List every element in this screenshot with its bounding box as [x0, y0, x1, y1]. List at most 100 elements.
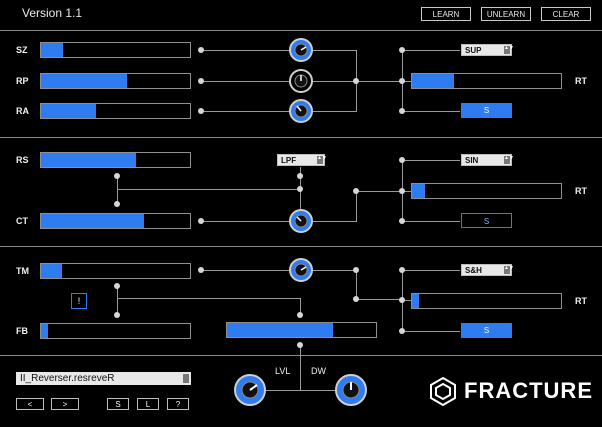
route-node: [399, 267, 405, 273]
load-preset-button[interactable]: L: [137, 398, 159, 410]
mix-slider[interactable]: [226, 322, 377, 338]
select-arrow-icon: [183, 374, 189, 383]
slider-fill: [41, 264, 62, 278]
slider-fb[interactable]: [40, 323, 191, 339]
param-label-sz: SZ: [16, 45, 28, 55]
knob-dry-wet[interactable]: [333, 372, 369, 408]
route-node: [399, 218, 405, 224]
route-node: [399, 157, 405, 163]
route-node: [114, 312, 120, 318]
route-node: [114, 283, 120, 289]
slider-fill: [41, 153, 137, 167]
slider-tm[interactable]: [40, 263, 191, 279]
slider-rp[interactable]: [40, 73, 191, 89]
lfo-rate-slider-1[interactable]: [411, 73, 562, 89]
param-label-ct: CT: [16, 216, 28, 226]
route-line: [402, 331, 460, 332]
clear-button[interactable]: CLEAR: [541, 7, 591, 21]
warning-indicator[interactable]: !: [71, 293, 87, 309]
knob-ra-mod[interactable]: [288, 98, 314, 124]
slider-fill: [41, 324, 49, 338]
slider-fill: [41, 74, 128, 88]
slider-sz[interactable]: [40, 42, 191, 58]
route-line: [300, 298, 301, 318]
route-node: [353, 78, 359, 84]
param-label-rp: RP: [16, 76, 29, 86]
route-line: [402, 270, 460, 271]
header-divider: [0, 30, 602, 31]
param-label-rs: RS: [16, 155, 29, 165]
param-label-tm: TM: [16, 266, 29, 276]
select-arrow-icon: ▲▼: [504, 156, 514, 164]
sync-button-3[interactable]: S: [461, 323, 512, 338]
rate-label-3: RT: [575, 296, 587, 306]
slider-rs[interactable]: [40, 152, 191, 168]
route-line: [402, 221, 460, 222]
route-node: [297, 342, 303, 348]
route-node: [353, 267, 359, 273]
knob-rp-mod[interactable]: [288, 68, 314, 94]
route-line: [265, 390, 337, 391]
param-label-ra: RA: [16, 106, 29, 116]
lfo-shape-select-3[interactable]: S&H ▲▼: [461, 264, 514, 276]
route-line: [402, 81, 412, 82]
route-node: [114, 201, 120, 207]
rate-label-2: RT: [575, 186, 587, 196]
next-preset-button[interactable]: >: [51, 398, 79, 410]
route-line: [402, 300, 412, 301]
knob-ct-mod[interactable]: [288, 208, 314, 234]
select-arrow-icon: ▲▼: [504, 266, 514, 274]
learn-button[interactable]: LEARN: [421, 7, 471, 21]
slider-fill: [41, 43, 64, 57]
slider-fill: [227, 323, 333, 337]
route-node: [297, 312, 303, 318]
lfo-shape-select-2[interactable]: SIN▲▼: [461, 154, 514, 166]
route-line: [301, 111, 357, 112]
save-preset-button[interactable]: S: [107, 398, 129, 410]
route-line: [402, 111, 460, 112]
brand-logo: FRACTURE: [428, 376, 592, 406]
knob-sz-mod[interactable]: [288, 37, 314, 63]
route-line: [356, 81, 403, 82]
preset-select[interactable]: II_Reverser.resreveR: [16, 372, 191, 385]
help-button[interactable]: ?: [167, 398, 189, 410]
select-value: S&H: [465, 266, 482, 275]
route-line: [356, 270, 357, 300]
route-line: [300, 345, 301, 391]
route-line: [300, 189, 301, 209]
dw-label: DW: [311, 366, 326, 376]
lfo-rate-slider-2[interactable]: [411, 183, 562, 199]
sync-button-2[interactable]: S: [461, 213, 512, 228]
prev-preset-button[interactable]: <: [16, 398, 44, 410]
slider-fill: [412, 74, 454, 88]
knob-tm-mod[interactable]: [288, 257, 314, 283]
route-node: [297, 186, 303, 192]
route-line: [356, 191, 357, 222]
route-line: [301, 81, 357, 82]
select-arrow-icon: ▲▼: [504, 46, 514, 54]
route-line: [201, 111, 301, 112]
rate-label-1: RT: [575, 76, 587, 86]
route-line: [117, 298, 300, 299]
knob-level[interactable]: [232, 372, 268, 408]
route-line: [356, 299, 403, 300]
section-divider: [0, 355, 602, 356]
route-node: [198, 267, 204, 273]
lfo-rate-slider-3[interactable]: [411, 293, 562, 309]
filter-type-select[interactable]: LPF▲▼: [277, 154, 327, 166]
slider-fill: [412, 294, 420, 308]
route-line: [201, 81, 301, 82]
route-line: [356, 191, 403, 192]
route-node: [399, 328, 405, 334]
route-line: [117, 176, 118, 204]
section-divider: [0, 246, 602, 247]
slider-ct[interactable]: [40, 213, 191, 229]
unlearn-button[interactable]: UNLEARN: [481, 7, 531, 21]
route-node: [198, 47, 204, 53]
slider-ra[interactable]: [40, 103, 191, 119]
sync-button-1[interactable]: S: [461, 103, 512, 118]
route-node: [353, 296, 359, 302]
route-node: [114, 173, 120, 179]
lfo-shape-select-1[interactable]: SUP▲▼: [461, 44, 514, 56]
